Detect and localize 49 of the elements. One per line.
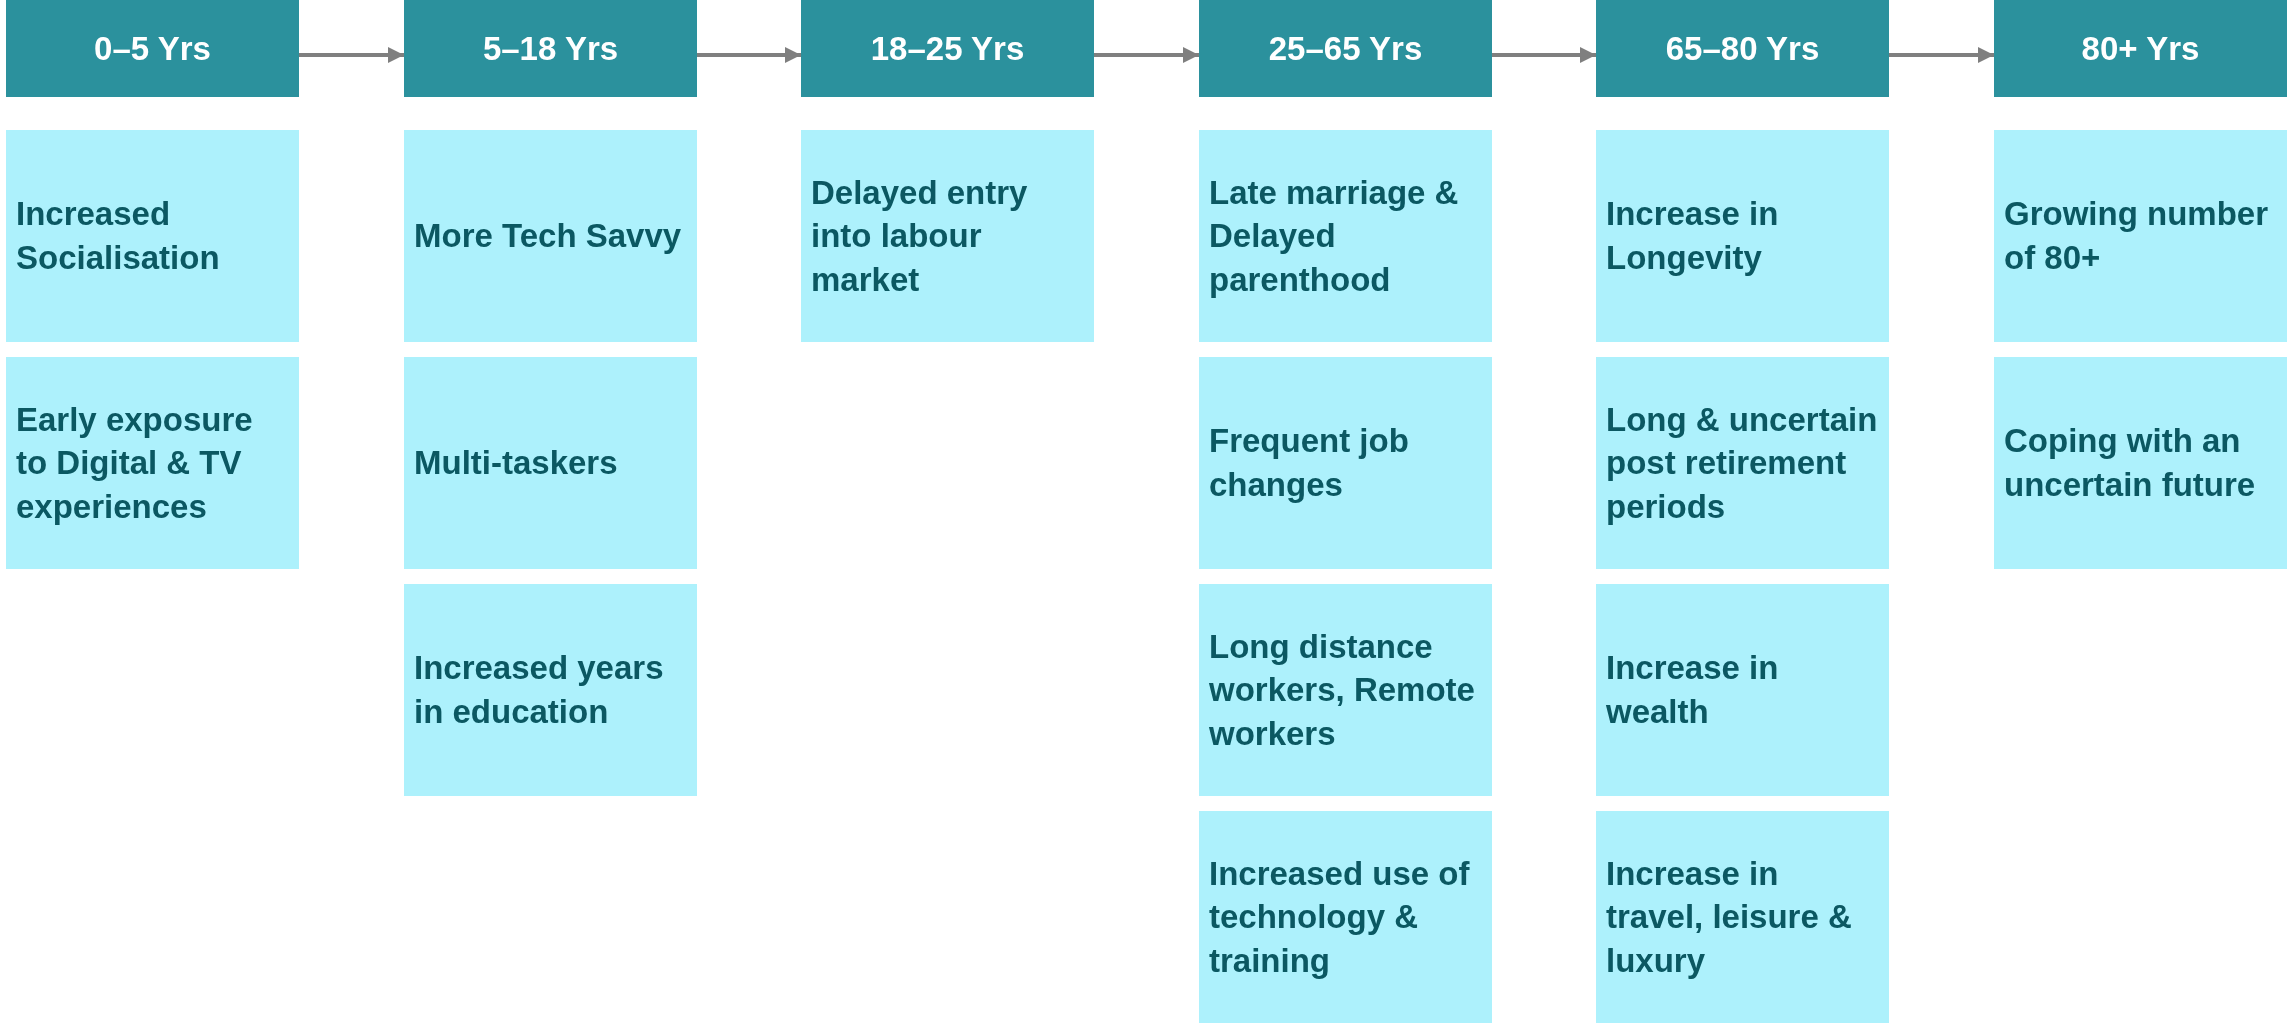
trend-card <box>1199 130 1492 342</box>
trend-text: Long & uncertain post retirement periods <box>1606 399 1879 527</box>
trend-text: Increased use of technology & training <box>1209 853 1471 981</box>
trend-text: Increase in travel, leisure & luxury <box>1606 853 1853 981</box>
trend-text: Growing number of 80+ <box>2004 194 2269 278</box>
trend-card <box>1199 584 1492 796</box>
age-header <box>1199 0 1492 97</box>
age-header <box>404 0 697 97</box>
trend-card <box>1994 130 2287 342</box>
age-header <box>1994 0 2287 97</box>
age-header <box>1596 0 1889 97</box>
trend-card <box>6 130 299 342</box>
age-range-label: 80+ Yrs <box>2081 29 2200 68</box>
trend-card <box>404 130 697 342</box>
age-header <box>801 0 1094 97</box>
trend-card <box>1596 357 1889 569</box>
trend-text: Early exposure to Digital & TV experiences <box>16 399 254 527</box>
age-range-label: 18–25 Yrs <box>870 29 1025 68</box>
trend-text: Delayed entry into labour market <box>811 172 1029 300</box>
arrow <box>1094 47 1199 63</box>
trend-card <box>404 584 697 796</box>
trend-card <box>1596 584 1889 796</box>
trend-text: More Tech Savvy <box>414 216 682 257</box>
trend-text: Coping with an uncertain future <box>2004 421 2257 505</box>
trend-card <box>1596 811 1889 1023</box>
trend-text: Increase in Longevity <box>1606 194 1780 278</box>
arrow <box>1889 47 1994 63</box>
trend-text: Frequent job changes <box>1209 421 1410 505</box>
age-range-label: 0–5 Yrs <box>94 29 211 68</box>
age-header <box>6 0 299 97</box>
trend-text: Late marriage & Delayed parenthood <box>1209 172 1460 300</box>
trend-card <box>801 130 1094 342</box>
trend-text: Increase in wealth <box>1606 648 1780 732</box>
trend-card <box>6 357 299 569</box>
age-range-label: 25–65 Yrs <box>1268 29 1423 68</box>
trend-card <box>1596 130 1889 342</box>
arrow <box>1492 47 1596 63</box>
trend-text: Multi-taskers <box>414 443 618 484</box>
trend-text: Long distance workers, Remote workers <box>1209 626 1476 754</box>
trend-card <box>1199 811 1492 1023</box>
trend-card <box>1994 357 2287 569</box>
arrow <box>299 47 404 63</box>
age-range-label: 65–80 Yrs <box>1665 29 1820 68</box>
trend-text: Increased years in education <box>414 648 665 732</box>
trend-card <box>404 357 697 569</box>
age-range-label: 5–18 Yrs <box>482 29 619 68</box>
trend-card <box>1199 357 1492 569</box>
arrow <box>697 47 801 63</box>
trend-text: Increased Socialisation <box>16 194 221 278</box>
